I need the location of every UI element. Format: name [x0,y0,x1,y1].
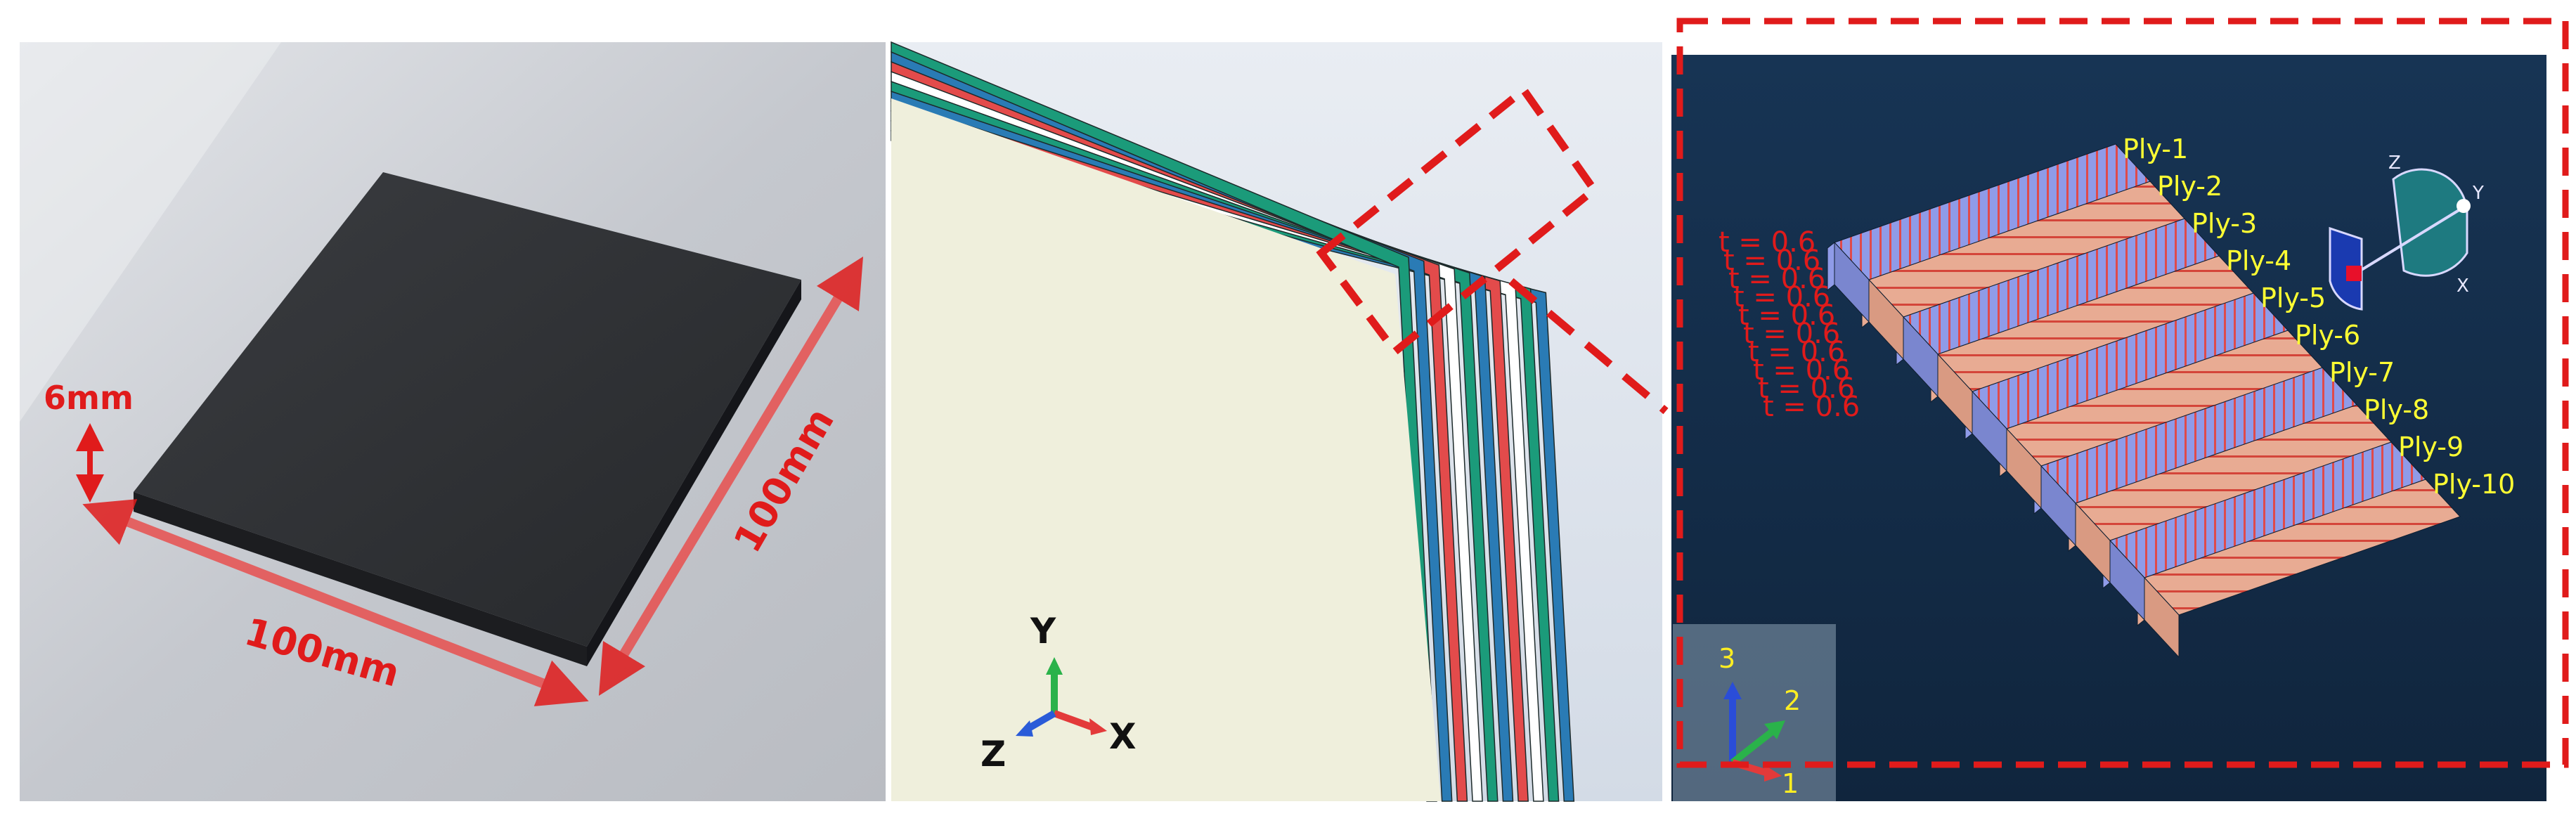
laminate-layer [891,60,1468,802]
zoom-box [1316,84,1600,357]
length-arrow [598,257,864,696]
ply-labels: Ply-1Ply-2Ply-3Ply-4Ply-5Ply-6Ply-7Ply-8… [2123,134,2515,500]
axis-label-x: X [1109,716,1137,757]
ply-stack [1827,143,2461,659]
thickness-labels: t = 0.6t = 0.6t = 0.6t = 0.6t = 0.6t = 0… [1719,226,1860,423]
orient-label-y: Y [2472,183,2484,204]
thickness-label: 6mm [44,379,134,417]
ply-panel-outline [1676,18,2569,768]
ply-label: Ply-10 [2433,469,2515,500]
ply-label: Ply-3 [2192,208,2257,239]
width-arrow [82,499,589,706]
thickness-label: t = 0.6 [1733,281,1830,313]
axis-label-y: Y [1030,611,1056,652]
ply-label: Ply-4 [2226,245,2291,276]
thickness-label: t = 0.6 [1748,336,1845,368]
ply-label: Ply-7 [2329,357,2395,388]
ply-label: Ply-9 [2398,432,2464,462]
photo-panel: 6mm 100mm 100mm [20,42,886,801]
ply-label: Ply-8 [2364,394,2429,425]
orient-label-x: X [2457,276,2469,297]
laminate-panel: Y X Z [891,41,1669,802]
thickness-label: t = 0.6 [1723,245,1820,277]
thickness-label: t = 0.6 [1719,226,1816,259]
ply-label: Ply-1 [2123,134,2188,164]
axis-label-z: Z [980,734,1006,775]
laminate-layer [891,51,1453,802]
zoom-leader [1508,278,1669,415]
triad-label-2: 2 [1784,685,1801,716]
ply-axis-triad: 3 2 1 [1673,624,1836,801]
thickness-label: t = 0.6 [1758,372,1855,405]
thickness-label: t = 0.6 [1763,391,1860,423]
triad-label-1: 1 [1782,768,1799,799]
thickness-label: t = 0.6 [1753,354,1850,387]
ply-side-face [1827,241,1835,292]
thickness-label: t = 0.6 [1728,263,1825,295]
ply-label: Ply-2 [2157,171,2222,202]
ply-panel: Ply-1Ply-2Ply-3Ply-4Ply-5Ply-6Ply-7Ply-8… [1671,18,2569,801]
orient-label-z: Z [2388,153,2401,174]
ply-label: Ply-5 [2260,283,2326,313]
ply-label: Ply-6 [2295,320,2360,351]
triad-label-3: 3 [1719,643,1735,674]
laminate-face [891,42,1441,801]
laminate-axis-triad: Y X Z [980,611,1137,775]
laminate-layer [891,80,1499,802]
thickness-label: t = 0.6 [1743,318,1840,350]
orientation-glyph: Z Y X [2329,153,2484,311]
laminate-layer [891,70,1483,802]
thickness-label: t = 0.6 [1738,299,1835,332]
